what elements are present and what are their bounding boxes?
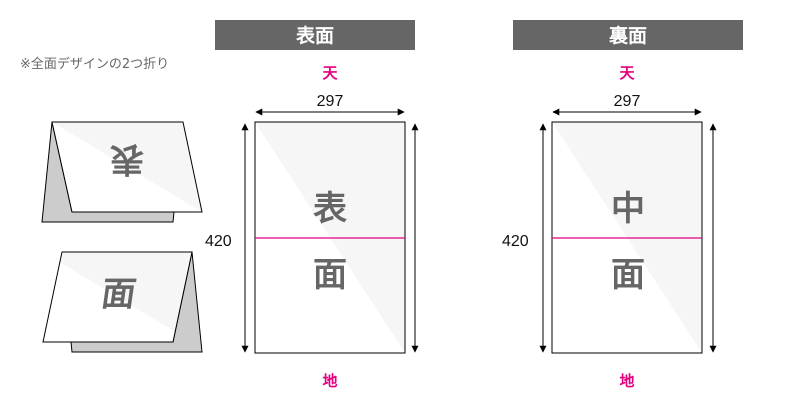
front-width: 297	[317, 93, 344, 110]
back-width: 297	[614, 93, 641, 110]
back-panel: 裏面 天 297 420 中 面 地	[502, 20, 743, 390]
front-lower-char: 面	[313, 255, 347, 295]
illustration-top-char: 表	[110, 139, 144, 179]
front-height: 420	[205, 233, 232, 250]
back-height: 420	[502, 233, 529, 250]
front-top-label: 天	[322, 64, 338, 82]
front-bottom-label: 地	[322, 372, 337, 390]
illustration-bottom-char: 面	[99, 275, 139, 315]
fold-note: ※全面デザインの2つ折り	[20, 56, 169, 72]
tent-illustration-bottom: 面	[42, 251, 203, 353]
front-upper-char: 表	[313, 189, 347, 229]
back-header	[513, 20, 743, 50]
back-lower-char: 面	[611, 255, 645, 295]
back-upper-char: 中	[611, 189, 645, 229]
front-header	[215, 20, 415, 50]
front-title: 表面	[296, 24, 334, 47]
front-panel: 表面 天 297 420 表 面 地	[205, 20, 419, 390]
tent-illustration-top: 表	[41, 121, 203, 223]
back-bottom-label: 地	[619, 372, 634, 390]
back-title: 裏面	[608, 24, 647, 47]
back-top-label: 天	[619, 64, 635, 82]
